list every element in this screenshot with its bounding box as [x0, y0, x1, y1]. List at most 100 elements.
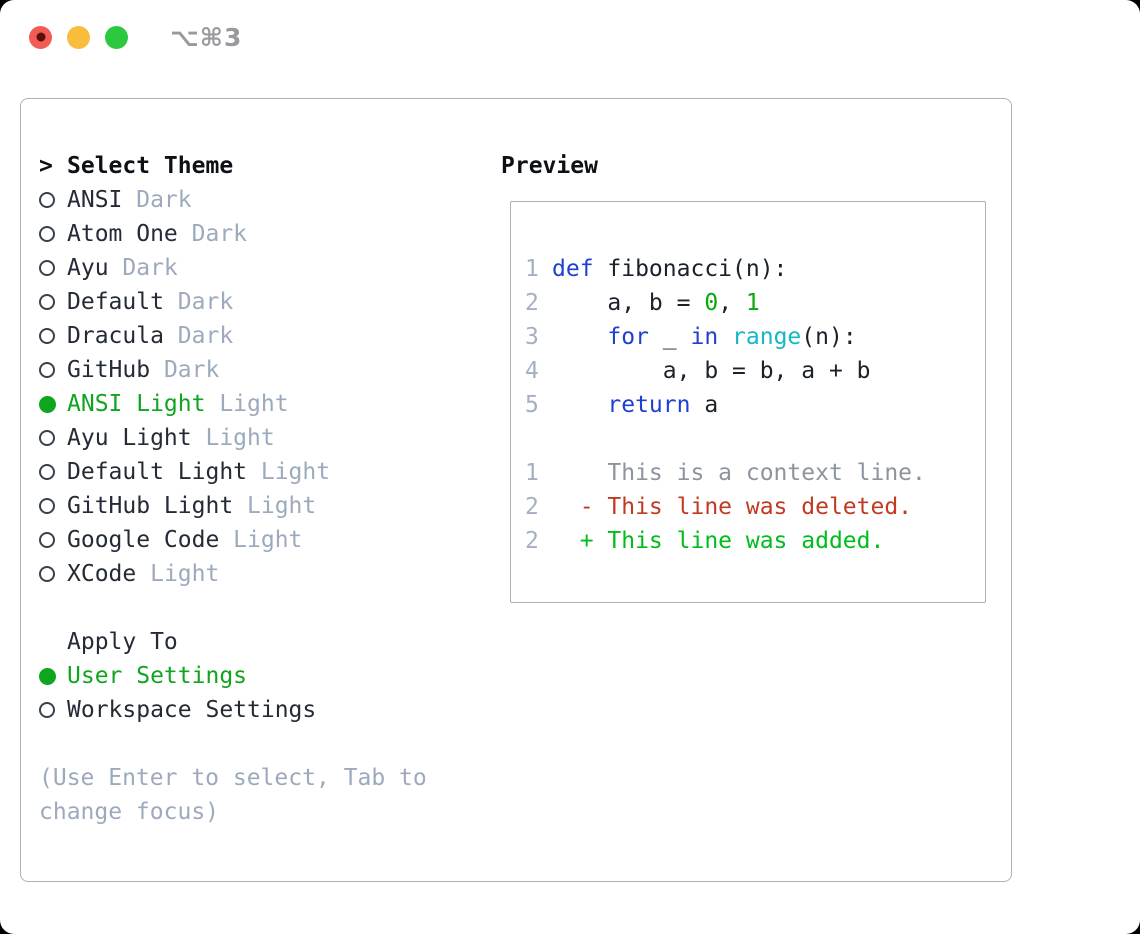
- close-button[interactable]: [29, 25, 52, 49]
- radio-cell: [39, 395, 67, 413]
- theme-variant-label: Dark: [136, 187, 192, 213]
- preview-title: Preview: [501, 153, 598, 179]
- theme-option-github-light[interactable]: GitHub Light Light: [39, 489, 469, 523]
- theme-option-ayu[interactable]: Ayu Dark: [39, 251, 469, 285]
- radio-unselected-icon: [39, 192, 55, 208]
- theme-variant-label: Dark: [177, 289, 234, 315]
- radio-cell: [39, 328, 67, 344]
- apply-option-workspace-settings[interactable]: Workspace Settings: [39, 693, 469, 727]
- window-title: ⌥⌘3: [170, 22, 243, 52]
- theme-option-ansi-light[interactable]: ANSI Light Light: [39, 387, 469, 421]
- theme-variant-label: Light: [233, 527, 303, 553]
- line-number: 1: [525, 256, 539, 282]
- theme-option-label: GitHub Light: [67, 493, 234, 519]
- apply-to-label: Apply To: [67, 629, 178, 655]
- theme-variant-label: Dark: [191, 221, 248, 247]
- radio-unselected-icon: [39, 532, 55, 548]
- radio-cell: [39, 667, 67, 685]
- token-builtin: range: [732, 324, 802, 350]
- zoom-button[interactable]: [105, 25, 128, 49]
- radio-unselected-icon: [39, 260, 55, 276]
- theme-variant-label: Light: [247, 493, 317, 519]
- radio-cell: [39, 294, 67, 310]
- apply-to-header: Apply To: [39, 625, 469, 659]
- theme-option-label: Dracula: [67, 323, 164, 349]
- apply-option-user-settings[interactable]: User Settings: [39, 659, 469, 693]
- theme-option-label: Ayu Light: [67, 425, 192, 451]
- theme-option-label: XCode: [67, 561, 137, 587]
- radio-unselected-icon: [39, 294, 55, 310]
- diff-added-line: 2 + This line was added.: [525, 524, 985, 558]
- token-text: (n):: [801, 324, 857, 350]
- help-text-line-1: (Use Enter to select, Tab to: [39, 765, 427, 791]
- theme-option-label: ANSI: [67, 187, 123, 213]
- line-number: 1: [525, 460, 539, 486]
- theme-option-ansi[interactable]: ANSI Dark: [39, 183, 469, 217]
- token-added: + This line was added.: [552, 528, 885, 554]
- radio-cell: [39, 260, 67, 276]
- diff-context-line: 1 This is a context line.: [525, 456, 985, 490]
- code-line: 5 return a: [525, 388, 985, 422]
- token-text: ,: [718, 290, 746, 316]
- theme-option-label: Google Code: [67, 527, 220, 553]
- token-text: [552, 324, 607, 350]
- title-bar: ⌥⌘3: [0, 0, 1140, 74]
- code-line: 3 for _ in range(n):: [525, 320, 985, 354]
- theme-option-label: Ayu: [67, 255, 109, 281]
- apply-option-label: Workspace Settings: [67, 697, 317, 723]
- token-text: [718, 324, 732, 350]
- token-text: fibonacci(n):: [593, 256, 788, 282]
- token-text: _: [648, 324, 691, 350]
- line-number: 2: [525, 494, 539, 520]
- spacer: [39, 727, 469, 761]
- radio-selected-icon: [39, 667, 56, 685]
- radio-unselected-icon: [39, 464, 55, 480]
- radio-cell: [39, 464, 67, 480]
- theme-option-label: ANSI Light: [67, 391, 206, 417]
- radio-unselected-icon: [39, 702, 55, 718]
- help-text-line-2: change focus): [39, 799, 220, 825]
- apply-option-label: User Settings: [67, 663, 248, 689]
- blank-line: [525, 422, 985, 456]
- theme-option-label: Default Light: [67, 459, 248, 485]
- line-number: 3: [525, 324, 539, 350]
- theme-option-google-code[interactable]: Google Code Light: [39, 523, 469, 557]
- token-keyword: for: [607, 324, 649, 350]
- token-number: 0: [704, 290, 719, 316]
- theme-variant-label: Dark: [177, 323, 234, 349]
- radio-unselected-icon: [39, 498, 55, 514]
- radio-unselected-icon: [39, 328, 55, 344]
- line-number: 4: [525, 358, 539, 384]
- radio-unselected-icon: [39, 362, 55, 378]
- traffic-lights: [0, 25, 128, 49]
- diff-deleted-line: 2 - This line was deleted.: [525, 490, 985, 524]
- close-dot-icon: [36, 32, 45, 42]
- radio-unselected-icon: [39, 566, 55, 582]
- focus-caret-icon: >: [39, 153, 53, 179]
- radio-selected-icon: [39, 395, 56, 413]
- theme-variant-label: Dark: [122, 255, 178, 281]
- theme-option-dracula[interactable]: Dracula Dark: [39, 319, 469, 353]
- theme-option-label: GitHub: [67, 357, 151, 383]
- token-number: 1: [745, 290, 760, 316]
- theme-variant-label: Light: [219, 391, 289, 417]
- token-text: a, b =: [552, 290, 705, 316]
- line-number: 2: [525, 528, 539, 554]
- minimize-button[interactable]: [67, 25, 90, 49]
- token-keyword: return: [607, 392, 691, 418]
- code-line: 2 a, b = 0, 1: [525, 286, 985, 320]
- radio-cell: [39, 566, 67, 582]
